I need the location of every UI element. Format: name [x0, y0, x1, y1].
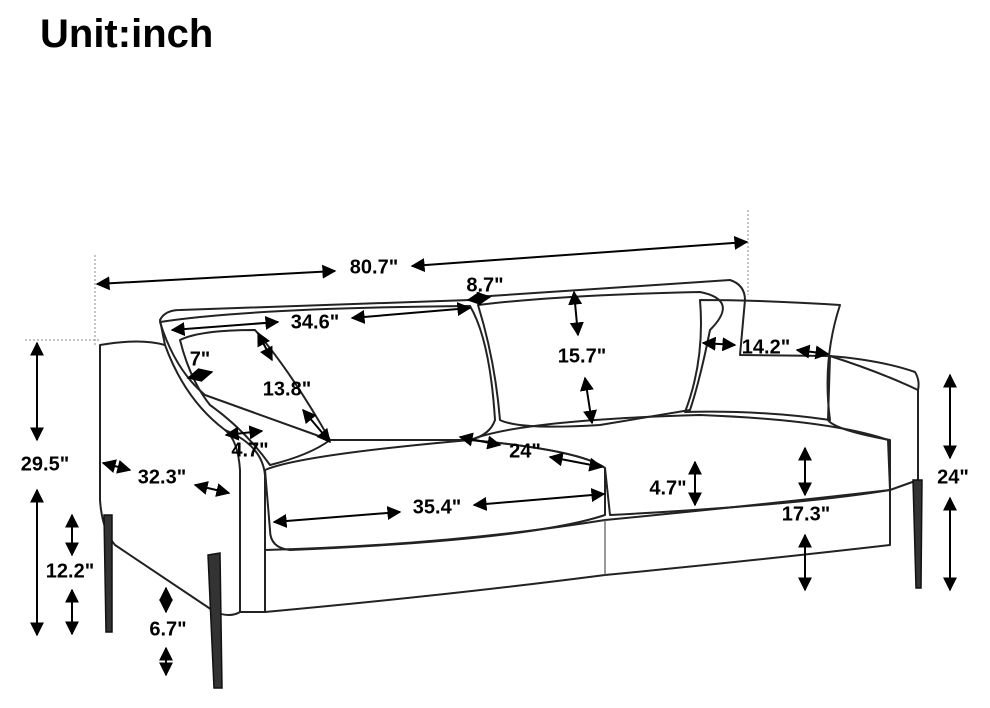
label-seat-depth: 24" — [509, 440, 541, 462]
left-arm — [99, 340, 241, 616]
right-arm — [827, 355, 919, 491]
seat-cushion-left — [264, 439, 606, 551]
label-leg-height: 6.7" — [149, 618, 186, 640]
label-back-cushion-height: 15.7" — [558, 345, 606, 367]
label-arm-width: 4.7" — [231, 439, 268, 461]
label-overall-width: 80.7" — [350, 256, 398, 278]
back-frame — [159, 279, 920, 391]
label-overall-depth: 32.3" — [138, 466, 186, 488]
sofa-sketch — [99, 279, 923, 689]
label-overall-height: 29.5" — [21, 453, 69, 475]
label-pillow-thickness: 7" — [190, 348, 211, 370]
leg-right — [912, 479, 923, 589]
label-pillow-diagonal: 13.8" — [263, 378, 311, 400]
sofa-base — [264, 489, 891, 613]
label-seat-cushion-width: 35.4" — [413, 496, 461, 518]
label-pillow-width: 14.2" — [742, 336, 790, 358]
back-cushion-left — [159, 305, 496, 441]
back-cushion-right — [477, 291, 724, 428]
label-back-cushion-width: 34.6" — [291, 311, 339, 333]
label-seat-height: 17.3" — [782, 503, 830, 525]
leg-front-left — [207, 552, 223, 689]
label-seat-cushion-thickness: 4.7" — [649, 477, 686, 499]
label-cushion-gap: 8.7" — [466, 274, 503, 296]
dimension-arrows — [30, 235, 957, 677]
pillow-right — [684, 299, 841, 421]
label-arm-height: 24" — [937, 466, 969, 488]
leg-back-left — [103, 514, 113, 633]
unit-title: Unit:inch — [40, 12, 214, 56]
label-base-height: 12.2" — [46, 560, 94, 582]
